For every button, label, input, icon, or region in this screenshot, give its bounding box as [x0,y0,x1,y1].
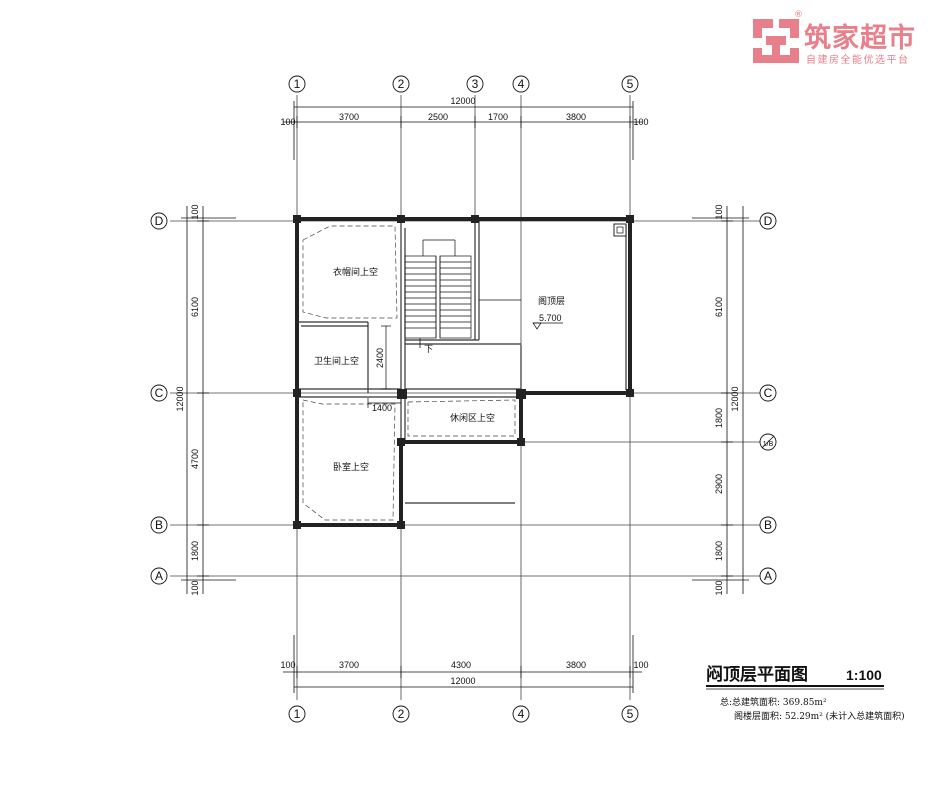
half-axis-slash [761,435,775,449]
right-dim-3: 2900 [714,474,724,494]
bath-height-dim: 2400 [375,348,385,368]
bottom-dim-4: 100 [633,660,648,670]
top-dim-3: 1700 [488,112,508,122]
axis-bottom-5: 5 [627,707,634,721]
void-outlines [302,225,516,521]
brand-logo: ® 筑家超市 自建房全能优选平台 [752,10,928,68]
flue-box [613,223,627,237]
drawing-title: 闷顶层平面图 [706,664,808,685]
top-dimension-lines [283,101,642,160]
left-dimension-lines [181,206,236,594]
flue-inner [616,226,624,234]
right-dim-0: 100 [714,204,724,219]
top-dim-2: 2500 [428,112,448,122]
attic-level-label: 5.700 [539,313,562,323]
left-dim-3: 1800 [190,541,200,561]
right-dimension-lines [692,206,749,594]
axis-top-2: 2 [398,77,405,91]
axis-left-b: B [155,518,163,532]
top-total-dim: 12000 [450,96,475,106]
left-dim-4: 100 [190,580,200,595]
drawing-scale: 1:100 [846,667,882,683]
top-dim-4: 3800 [566,112,586,122]
left-total-dim: 12000 [175,386,185,411]
left-dim-0: 100 [190,204,200,219]
bottom-total-dim: 12000 [450,676,475,686]
axis-bottom-1: 1 [294,707,301,721]
axis-left-d: D [155,214,164,228]
inner-dimension-lines [367,325,401,408]
left-dim-2: 4700 [190,449,200,469]
axis-right-1b: 1/B [763,441,774,448]
axis-top-1: 1 [294,77,301,91]
bottom-dim-0: 100 [280,660,295,670]
stair-down-label: 下 [424,345,433,355]
axis-right-a: A [764,569,772,583]
right-total-dim: 12000 [730,386,740,411]
axis-left-c: C [155,386,164,400]
axis-right-c: C [764,386,773,400]
left-dim-1: 6100 [190,297,200,317]
room-closet-label: 衣帽间上空 [333,266,378,278]
room-lounge-label: 休闲区上空 [450,412,495,424]
note-attic-area: 阁楼层面积: 52.29m² (未计入总建筑面积) [734,710,905,722]
staircase [404,239,521,339]
exterior-walls [295,217,632,527]
axis-top-5: 5 [627,77,634,91]
bottom-dim-2: 4300 [451,660,471,670]
axis-bottom-4: 4 [518,707,525,721]
brand-name: 筑家超市 [804,23,916,54]
bath-width-dim: 1400 [372,403,392,413]
room-attic-label: 阁顶层 [538,295,565,307]
axis-top-3: 3 [472,77,479,91]
top-dim-1: 3700 [339,112,359,122]
axis-bottom-2: 2 [398,707,405,721]
bottom-dimension-lines [283,635,642,693]
right-dim-1: 6100 [714,297,724,317]
axis-left-a: A [155,569,163,583]
top-dim-5: 100 [633,117,648,127]
note-total-area: 总:总建筑面积: 369.85m² [720,696,827,708]
registered-mark: ® [794,10,803,20]
axis-bubbles [150,75,777,723]
right-dim-2: 1800 [714,408,724,428]
level-marker-icon [532,322,542,330]
right-dim-5: 100 [714,580,724,595]
axis-right-d: D [764,214,773,228]
room-bedroom-label: 卧室上空 [333,461,369,473]
bottom-dim-1: 3700 [339,660,359,670]
top-dim-0: 100 [280,117,295,127]
bottom-dim-3: 3800 [566,660,586,670]
axis-top-4: 4 [518,77,525,91]
columns [293,215,634,529]
brand-logo-icon [753,19,799,63]
room-bathroom-label: 卫生间上空 [314,355,359,367]
brand-tagline: 自建房全能优选平台 [806,55,910,66]
right-dim-4: 1800 [714,541,724,561]
axis-right-b: B [764,518,772,532]
